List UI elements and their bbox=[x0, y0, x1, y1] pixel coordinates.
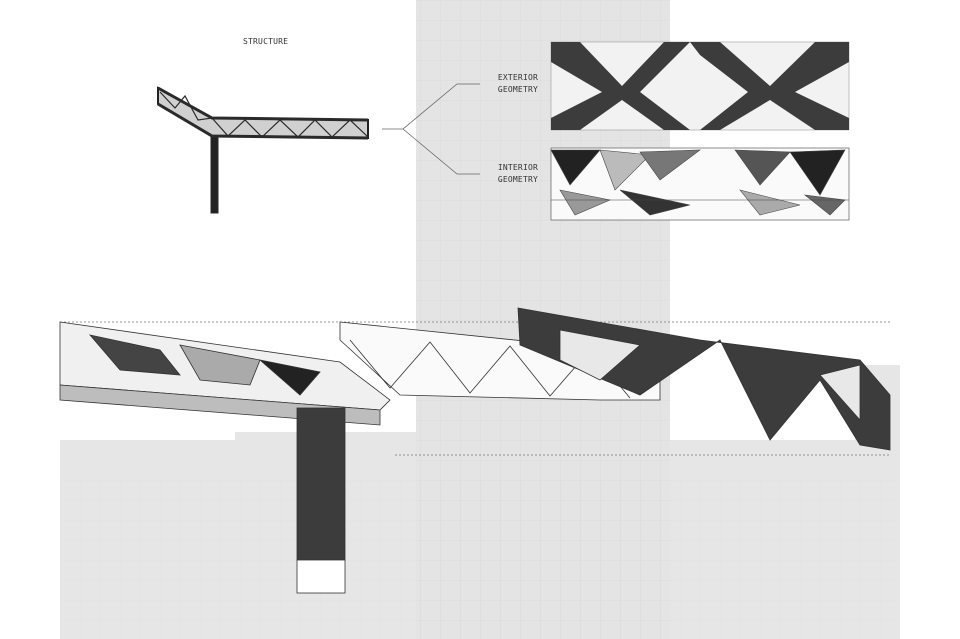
interior-geometry-label: INTERIOR GEOMETRY bbox=[480, 162, 538, 186]
interior-label-line2: GEOMETRY bbox=[497, 175, 538, 184]
structure-label: STRUCTURE bbox=[243, 37, 289, 46]
background-ground-mass bbox=[60, 365, 900, 639]
structure-truss-illustration bbox=[157, 86, 369, 214]
exterior-label-line1: EXTERIOR bbox=[497, 73, 538, 82]
interior-label-line1: INTERIOR bbox=[497, 163, 538, 172]
exterior-geometry-panel bbox=[550, 41, 850, 131]
leader-lines bbox=[382, 83, 480, 175]
exterior-label-line2: GEOMETRY bbox=[497, 85, 538, 94]
interior-geometry-panel bbox=[550, 147, 850, 221]
bridge-perspective bbox=[59, 307, 891, 594]
exterior-geometry-label: EXTERIOR GEOMETRY bbox=[480, 72, 538, 96]
